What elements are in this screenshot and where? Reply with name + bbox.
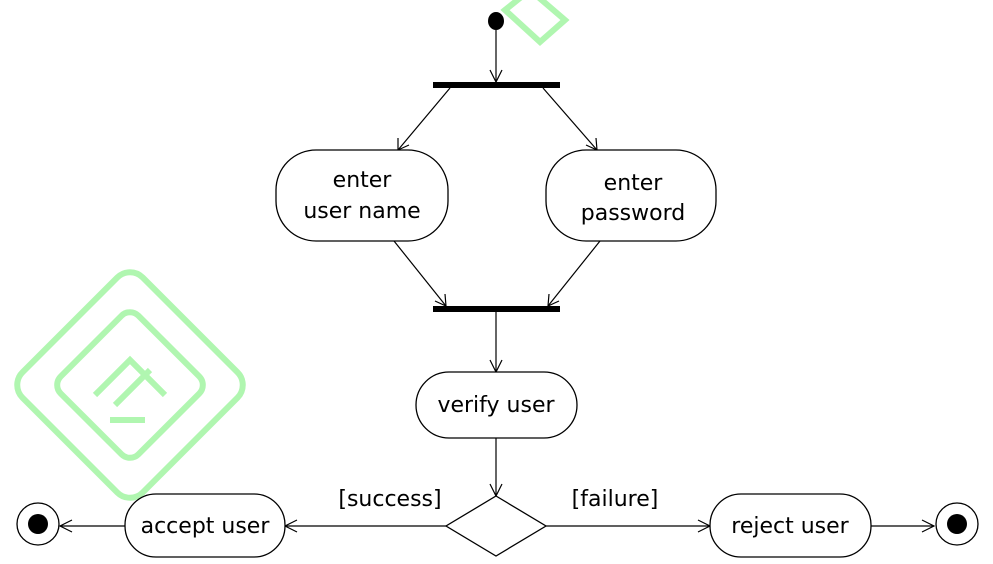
action-accept-user-label: accept user	[141, 514, 271, 539]
action-enter-user-name-line1: enter	[333, 168, 393, 193]
action-verify-user-label: verify user	[437, 393, 555, 418]
action-enter-user-name-line2: user name	[303, 199, 420, 224]
watermark-logo	[14, 0, 570, 501]
action-reject-user-label: reject user	[731, 514, 849, 539]
final-node-left	[16, 502, 60, 546]
fork-bar	[433, 82, 560, 88]
arrowhead	[921, 519, 936, 533]
action-enter-user-name	[275, 149, 449, 242]
flow-enter-password-to-join	[547, 240, 601, 307]
guard-failure: [failure]	[572, 487, 659, 512]
initial-node	[488, 12, 504, 30]
action-enter-password-line2: password	[581, 201, 685, 226]
join-bar	[433, 306, 560, 312]
action-enter-password-line1: enter	[604, 171, 664, 196]
flow-fork-to-enter-password	[542, 87, 598, 151]
guard-success: [success]	[338, 487, 441, 512]
flow-enter-user-name-to-join	[393, 240, 447, 307]
decision-node	[444, 495, 548, 557]
arrowhead	[58, 519, 73, 533]
flow-fork-to-enter-user-name	[397, 87, 451, 151]
action-enter-password	[545, 149, 717, 242]
final-node-right	[935, 502, 979, 546]
